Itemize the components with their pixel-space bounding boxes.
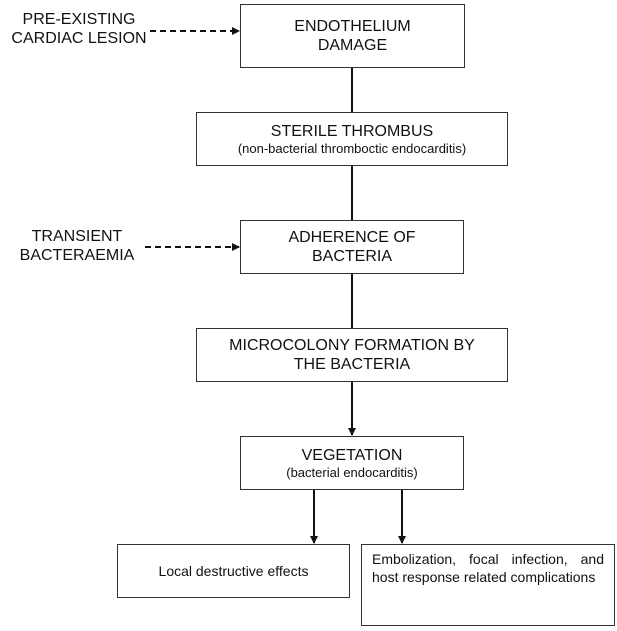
label-line: PRE-EXISTING <box>22 11 136 28</box>
node-title: VEGETATION <box>301 446 403 464</box>
node-text: Embolization, focal infection, and host … <box>372 551 604 585</box>
node-subtitle: (non-bacterial thromboctic endocarditis) <box>237 140 467 156</box>
node-sterile-thrombus: STERILE THROMBUS (non-bacterial thromboc… <box>196 112 508 166</box>
node-local-destructive-effects: Local destructive effects <box>117 544 350 598</box>
node-endothelium-damage: ENDOTHELIUM DAMAGE <box>240 4 465 68</box>
node-microcolony-formation: MICROCOLONY FORMATION BY THE BACTERIA <box>196 328 508 382</box>
node-text: Local destructive effects <box>158 562 309 579</box>
node-line: BACTERIA <box>311 248 392 265</box>
node-embolization-complications: Embolization, focal infection, and host … <box>361 544 615 626</box>
input-pre-existing-cardiac-lesion: PRE-EXISTING CARDIAC LESION <box>4 10 154 48</box>
label-line: CARDIAC LESION <box>11 30 147 48</box>
node-line: ENDOTHELIUM <box>294 17 411 35</box>
node-line: THE BACTERIA <box>293 356 411 373</box>
node-adherence-of-bacteria: ADHERENCE OF BACTERIA <box>240 220 464 274</box>
node-line: DAMAGE <box>317 37 388 54</box>
node-subtitle: (bacterial endocarditis) <box>286 464 418 480</box>
input-transient-bacteraemia: TRANSIENT BACTERAEMIA <box>14 227 140 265</box>
label-line: TRANSIENT <box>31 228 123 245</box>
node-title: STERILE THROMBUS <box>270 122 434 140</box>
node-vegetation: VEGETATION (bacterial endocarditis) <box>240 436 464 490</box>
node-line: MICROCOLONY FORMATION BY <box>229 336 475 354</box>
node-line: ADHERENCE OF <box>288 228 416 246</box>
label-line: BACTERAEMIA <box>19 247 135 265</box>
